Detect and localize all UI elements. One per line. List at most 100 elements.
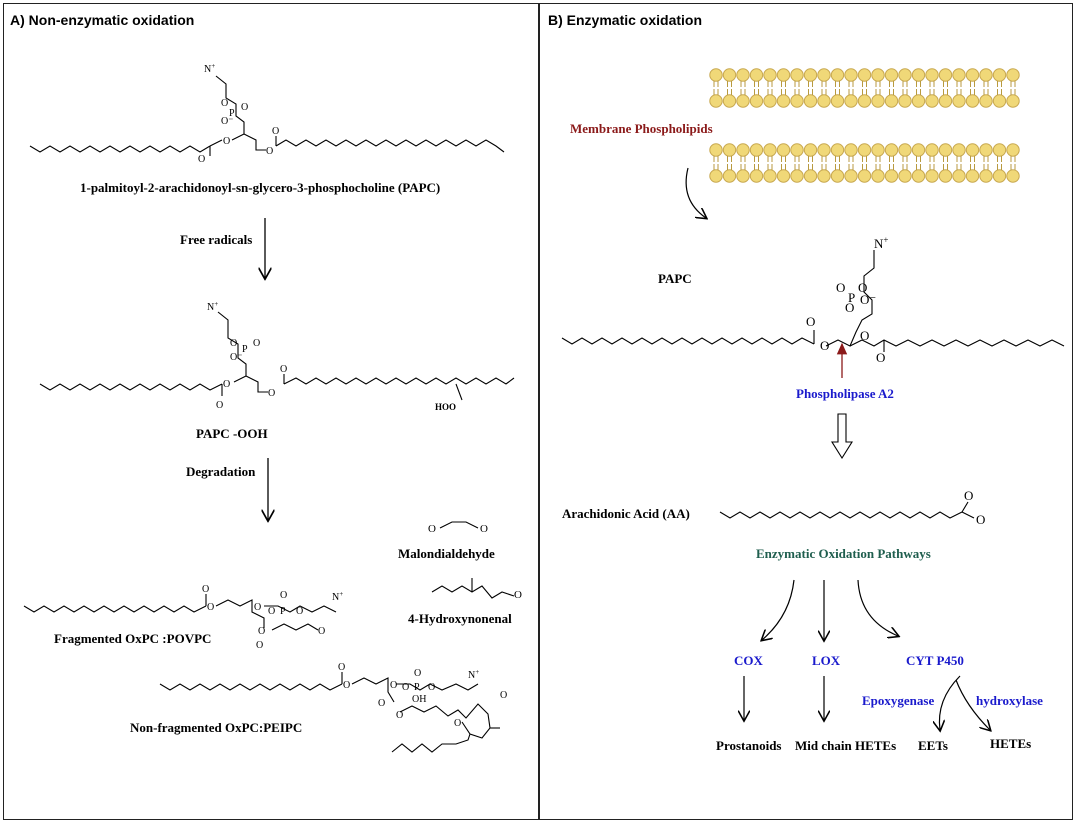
free-radicals-label: Free radicals <box>180 232 253 247</box>
lipid-head <box>803 68 818 82</box>
lipid-head <box>1006 94 1020 108</box>
lipid-head <box>844 68 858 82</box>
lipid-head <box>925 143 939 157</box>
lipid-head <box>749 169 764 183</box>
lipid-head <box>898 169 912 183</box>
lipid-head <box>736 143 750 157</box>
svg-text:N+: N+ <box>468 668 479 681</box>
malondialdehyde-structure <box>439 521 479 529</box>
lipid-head <box>749 94 764 108</box>
lipid-head <box>749 68 764 82</box>
lipid-head <box>857 169 872 183</box>
papc-structure-b <box>561 250 1065 352</box>
eets-label: EETs <box>918 738 948 753</box>
svg-text:N+: N+ <box>332 590 343 603</box>
svg-text:P: P <box>242 344 248 355</box>
papc-ooh-structure <box>39 311 515 401</box>
prostanoids-label: Prostanoids <box>716 738 782 753</box>
svg-text:O: O <box>858 280 867 295</box>
svg-text:O: O <box>876 350 885 365</box>
svg-text:O: O <box>253 338 260 349</box>
lipid-head <box>898 94 912 108</box>
svg-text:O: O <box>272 126 279 137</box>
lipid-head <box>992 94 1007 108</box>
lipid-head <box>952 68 966 82</box>
svg-text:O: O <box>402 682 409 693</box>
lipid-head <box>763 94 777 108</box>
papc-structure-a <box>29 75 505 156</box>
lipid-head <box>884 143 899 157</box>
lipid-head <box>952 169 966 183</box>
lipid-head <box>965 169 980 183</box>
svg-text:P: P <box>280 606 286 617</box>
lipid-head <box>898 68 912 82</box>
lipid-head <box>722 143 737 157</box>
svg-text:O: O <box>223 379 230 390</box>
lipid-head <box>992 68 1007 82</box>
lipid-head <box>817 68 831 82</box>
svg-text:O⁻: O⁻ <box>230 352 243 363</box>
svg-text:O: O <box>428 523 436 535</box>
povpc-label: Fragmented OxPC :POVPC <box>54 631 212 646</box>
lipid-head <box>790 143 804 157</box>
lipid-head <box>803 94 818 108</box>
lipid-head <box>992 169 1007 183</box>
epoxygenase-label: Epoxygenase <box>862 693 935 708</box>
hoo-label: HOO <box>435 402 457 412</box>
lipid-head <box>722 169 737 183</box>
lox-label: LOX <box>812 653 841 668</box>
lipid-head <box>709 143 723 157</box>
svg-text:O: O <box>454 718 461 729</box>
svg-text:O: O <box>976 512 985 527</box>
cyp450-label: CYT P450 <box>906 653 964 668</box>
svg-text:O⁻: O⁻ <box>860 292 876 307</box>
svg-text:O: O <box>254 602 261 613</box>
membrane-bilayer-bottom <box>709 143 1020 183</box>
svg-text:O: O <box>296 606 303 617</box>
svg-text:P: P <box>414 682 420 693</box>
hydroxynonenal-label: 4-Hydroxynonenal <box>408 611 512 626</box>
svg-text:O: O <box>480 523 488 535</box>
lipid-head <box>979 169 993 183</box>
papc-full-name: 1-palmitoyl-2-arachidonoyl-sn-glycero-3-… <box>80 180 441 195</box>
lipid-head <box>938 169 953 183</box>
svg-text:O: O <box>280 364 287 375</box>
membrane-phospholipids-label: Membrane Phospholipids <box>570 121 713 136</box>
lipid-head <box>830 169 845 183</box>
panel-a-title: A) Non-enzymatic oxidation <box>10 12 195 28</box>
svg-text:O: O <box>343 680 350 691</box>
lipid-head <box>709 169 723 183</box>
lipid-head <box>925 94 939 108</box>
arachidonic-acid-label: Arachidonic Acid (AA) <box>562 506 690 521</box>
svg-text:O: O <box>390 680 397 691</box>
svg-text:O: O <box>230 338 237 349</box>
lipid-head <box>965 94 980 108</box>
lipid-head <box>776 169 791 183</box>
lipid-head <box>1006 169 1020 183</box>
lipid-head <box>857 94 872 108</box>
svg-text:O: O <box>318 626 325 637</box>
lipid-head <box>844 169 858 183</box>
peipc-structure <box>159 672 500 753</box>
lipid-head <box>844 143 858 157</box>
lipid-head <box>803 143 818 157</box>
svg-text:O: O <box>514 589 522 601</box>
svg-text:P: P <box>229 108 235 119</box>
lipid-head <box>844 94 858 108</box>
lipid-head <box>749 143 764 157</box>
svg-text:O: O <box>396 710 403 721</box>
lipid-head <box>857 68 872 82</box>
lipid-head <box>898 143 912 157</box>
lipid-head <box>790 169 804 183</box>
peipc-label: Non-fragmented OxPC:PEIPC <box>130 720 303 735</box>
lipid-head <box>871 68 885 82</box>
lipid-head <box>979 68 993 82</box>
hetes-label: HETEs <box>990 736 1032 751</box>
lipid-head <box>952 143 966 157</box>
lipid-head <box>911 169 926 183</box>
svg-text:O: O <box>223 136 230 147</box>
lipid-head <box>736 68 750 82</box>
lipid-head <box>763 143 777 157</box>
lipid-head <box>776 143 791 157</box>
lipid-head <box>830 94 845 108</box>
